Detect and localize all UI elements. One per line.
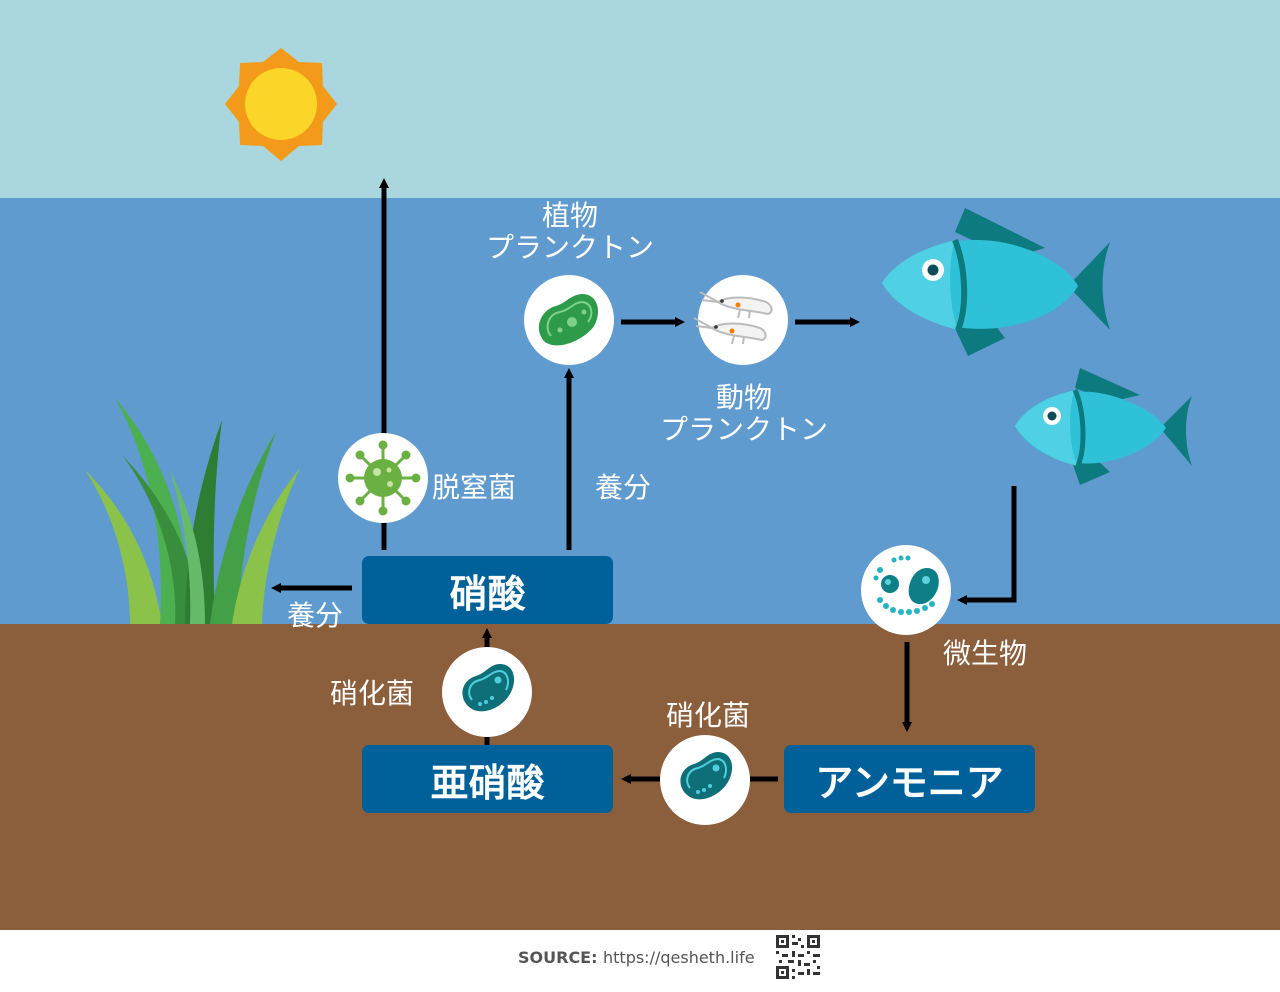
grass-icon	[85, 398, 300, 624]
nitrifying-bacteria-left-label: 硝化菌	[330, 678, 414, 710]
fish-icon	[882, 208, 1110, 356]
green-bacteria-icon	[524, 275, 614, 365]
source-label: SOURCE:	[518, 948, 598, 967]
zooplankton-label-line1: 動物	[644, 382, 844, 414]
teal-bacteria-icon	[442, 647, 532, 737]
nitrifying-bacteria-right-label: 硝化菌	[666, 700, 750, 732]
phytoplankton-label: 植物 プランクトン	[470, 200, 670, 264]
phytoplankton-label-line2: プランクトン	[470, 232, 670, 264]
ammonia-box: アンモニア	[784, 745, 1035, 813]
fish-icon	[1015, 368, 1192, 485]
nitrite-box: 亜硝酸	[362, 745, 613, 813]
sun-icon	[225, 48, 337, 161]
nutrient-left-label: 養分	[287, 600, 343, 632]
source-url[interactable]: https://qesheth.life	[603, 948, 755, 967]
microbe-icon	[861, 545, 951, 635]
arrow-fish-to-microbes	[962, 486, 1014, 600]
denitrifying-bacteria-label: 脱窒菌	[432, 472, 516, 504]
phytoplankton-label-line1: 植物	[470, 200, 670, 232]
shrimp-icon	[694, 275, 788, 365]
microorganisms-label: 微生物	[943, 638, 1027, 670]
zooplankton-label-line2: プランクトン	[644, 414, 844, 446]
qr-code-icon	[776, 935, 820, 979]
teal-bacteria-icon	[660, 735, 750, 825]
nitrate-box: 硝酸	[362, 556, 613, 624]
virus-icon	[338, 433, 428, 523]
zooplankton-label: 動物 プランクトン	[644, 382, 844, 446]
nutrient-up-label: 養分	[595, 472, 651, 504]
